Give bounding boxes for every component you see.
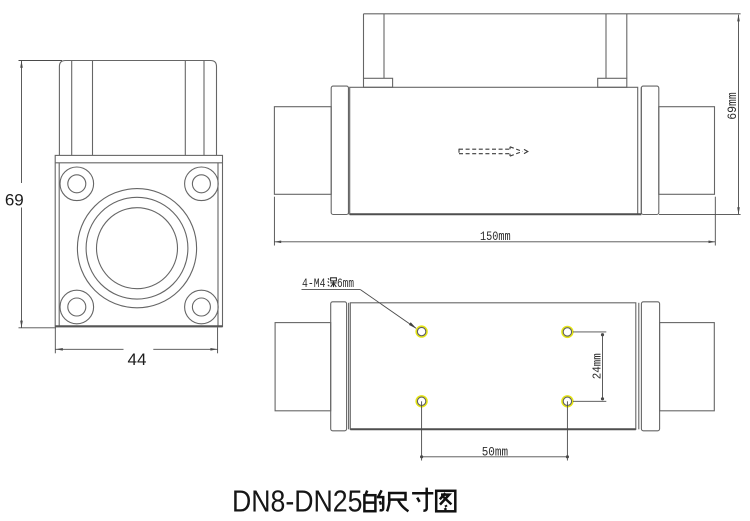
svg-text:50mm: 50mm [482,445,509,460]
svg-text:6mm: 6mm [337,277,354,291]
svg-text:24mm: 24mm [591,353,605,379]
svg-text:44: 44 [128,350,147,369]
svg-text:4-M4: 4-M4 [302,277,326,291]
svg-text:69: 69 [5,191,24,210]
svg-text:DN8-DN25: DN8-DN25 [232,484,363,518]
svg-text:150mm: 150mm [480,229,511,244]
svg-text:69mm: 69mm [725,92,740,120]
